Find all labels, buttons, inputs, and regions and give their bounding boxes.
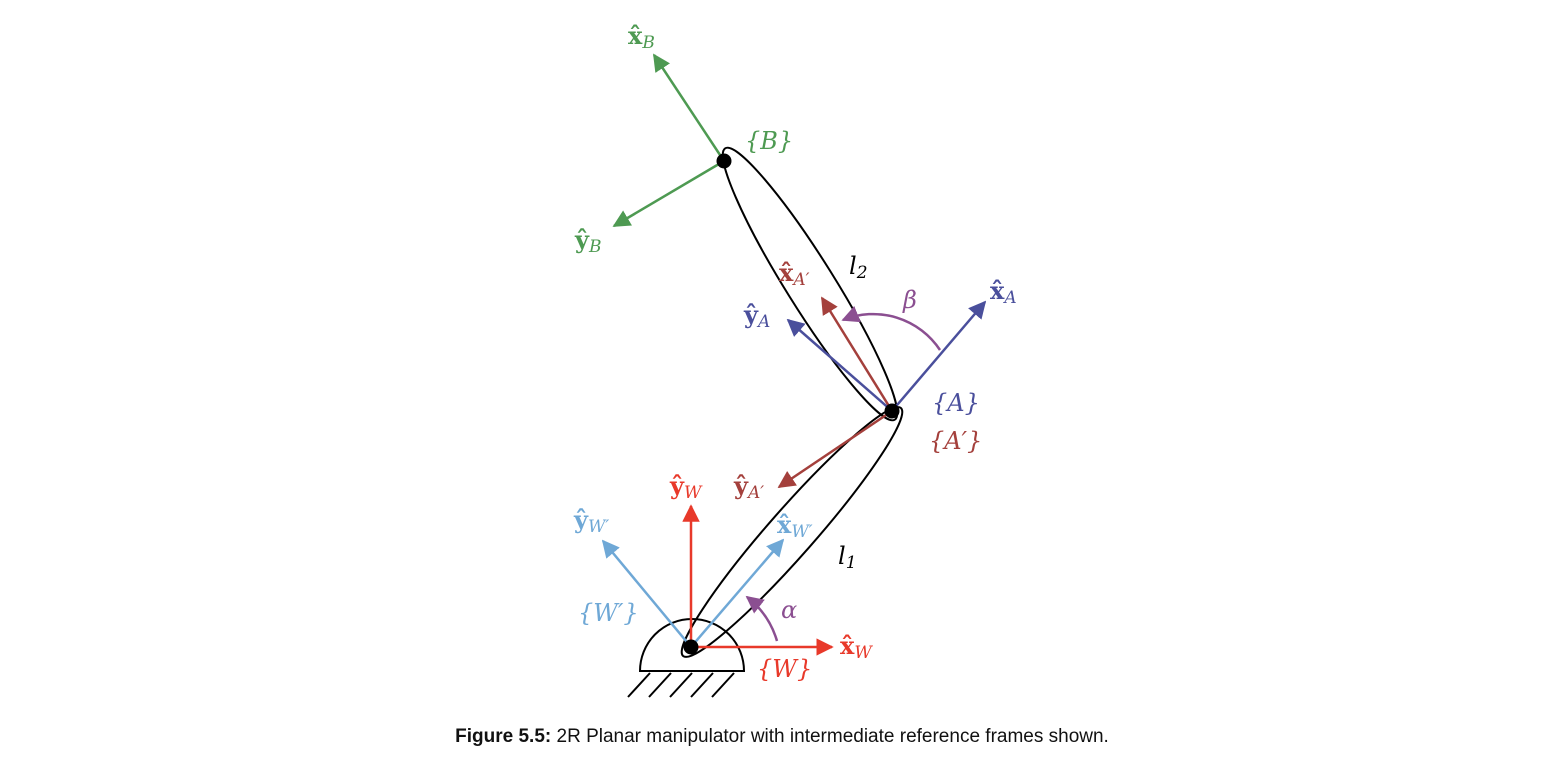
axis-x-aprime — [820, 296, 894, 412]
caption-text: 2R Planar manipulator with intermediate … — [556, 726, 1109, 747]
label-xW: x̂W — [840, 631, 873, 663]
axis-x-b — [652, 53, 726, 162]
label-xA: x̂A — [990, 276, 1017, 308]
axis-y-b — [612, 159, 725, 228]
label-frameB: {B} — [745, 127, 793, 155]
axis-y-wprime — [601, 539, 692, 648]
label-yA: ŷA — [743, 300, 770, 332]
beta-arc — [841, 305, 942, 351]
label-l2: l2 — [849, 252, 868, 283]
hatch-5 — [711, 672, 735, 698]
label-yW: ŷW — [669, 471, 703, 503]
label-alpha: α — [781, 596, 797, 624]
link-1 — [680, 406, 904, 658]
axis-y-a — [786, 318, 893, 412]
label-frameAprime: {A′} — [929, 427, 982, 455]
label-xAprime: x̂A′ — [779, 258, 810, 290]
label-yWprime: ŷW′ — [573, 505, 609, 537]
axis-x-a — [891, 300, 987, 412]
joint-end-effector — [716, 153, 732, 169]
hatch-4 — [690, 672, 714, 698]
label-frameW: {W} — [757, 655, 812, 683]
joint-elbow — [884, 403, 900, 419]
label-l1: l1 — [838, 542, 857, 573]
label-frameWprime: {W′} — [578, 599, 639, 627]
label-yAprime: ŷA′ — [733, 471, 764, 503]
hatch-3 — [669, 672, 693, 698]
alpha-arc — [745, 595, 779, 642]
joint-base — [683, 639, 699, 655]
axis-y-aprime — [777, 409, 893, 489]
link-2 — [721, 146, 899, 422]
manipulator-diagram: x̂B ŷB {B} l2 x̂A′ ŷA β x̂A {A} {A′} ŷW … — [573, 21, 1017, 698]
hatch-1 — [627, 672, 651, 698]
label-yB: ŷB — [574, 225, 601, 257]
caption-label: Figure 5.5: — [455, 726, 552, 747]
figure-caption: Figure 5.5: 2R Planar manipulator with i… — [0, 726, 1564, 748]
label-frameA: {A} — [932, 389, 980, 417]
label-beta: β — [902, 286, 917, 314]
hatch-2 — [648, 672, 672, 698]
label-xB: x̂B — [628, 21, 655, 53]
axis-x-wprime — [690, 538, 785, 648]
label-xWprime: x̂W′ — [777, 510, 813, 542]
